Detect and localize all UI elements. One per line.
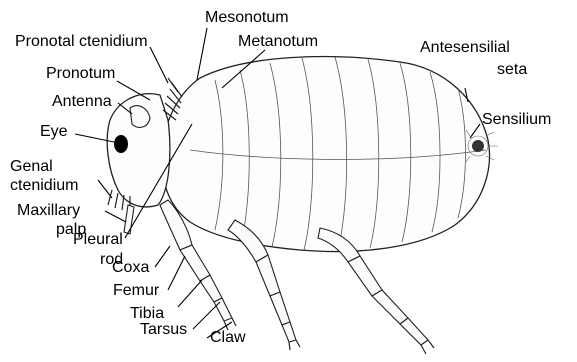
label-eye: Eye (40, 123, 68, 140)
label-genal-ctenidium-line2: ctenidium (10, 177, 78, 194)
label-antesensilial-seta-line1: Antesensilial (420, 39, 510, 56)
label-mesonotum: Mesonotum (205, 9, 289, 26)
label-coxa: Coxa (112, 259, 149, 276)
label-genal-ctenidium-line1: Genal (10, 158, 53, 175)
label-pleural-rod-line1: Pleural (73, 231, 123, 248)
label-claw: Claw (210, 329, 246, 346)
flea-illustration (107, 57, 498, 354)
label-pronotal-ctenidium: Pronotal ctenidium (15, 33, 148, 50)
label-femur: Femur (113, 282, 160, 299)
flea-eye (114, 135, 128, 153)
label-antesensilial-seta-line2: seta (497, 61, 527, 78)
flea-maxillary-palp (124, 205, 134, 234)
label-pronotum: Pronotum (46, 65, 115, 82)
label-tibia: Tibia (130, 305, 164, 322)
label-maxillary-palp-line1: Maxillary (17, 202, 80, 219)
label-metanotum: Metanotum (238, 33, 318, 50)
label-sensilium: Sensilium (482, 111, 551, 128)
label-tarsus: Tarsus (140, 321, 187, 338)
label-antenna: Antenna (52, 93, 112, 110)
